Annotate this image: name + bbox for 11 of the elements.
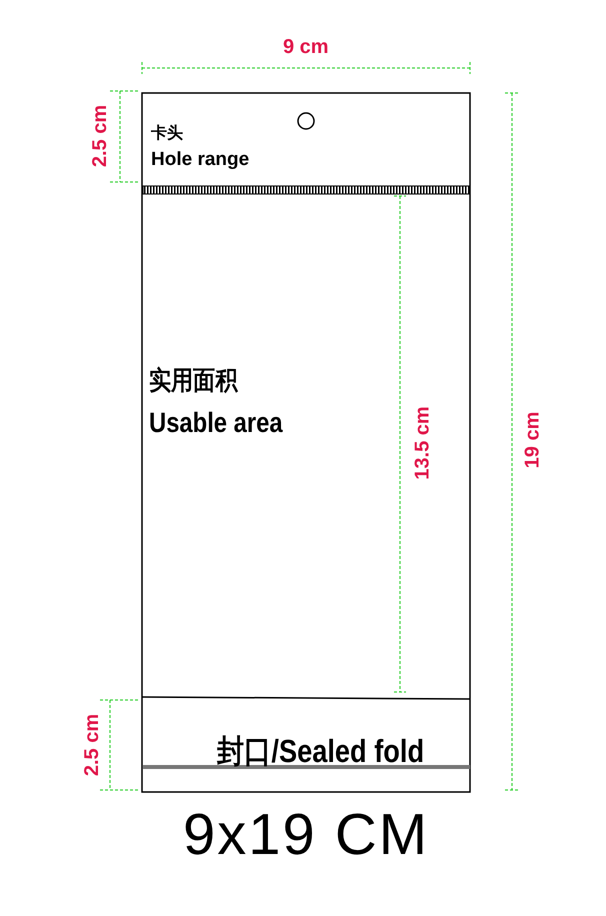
- heading-text: 实用面积: [149, 367, 238, 393]
- area-label: Hole range: [151, 150, 250, 169]
- area-label: 封口/Sealed fold: [217, 735, 424, 767]
- dimension-label: 19 cm: [522, 412, 542, 468]
- dimension-label: 2.5 cm: [90, 104, 110, 168]
- dimension-label: 13.5 cm: [412, 406, 432, 480]
- area-label: Usable area: [149, 409, 283, 437]
- caption: 9x19 CM: [183, 806, 430, 864]
- dimension-label: 2.5 cm: [82, 714, 102, 776]
- heading-text: 卡头: [151, 126, 183, 142]
- dimension-label: 9 cm: [283, 37, 329, 57]
